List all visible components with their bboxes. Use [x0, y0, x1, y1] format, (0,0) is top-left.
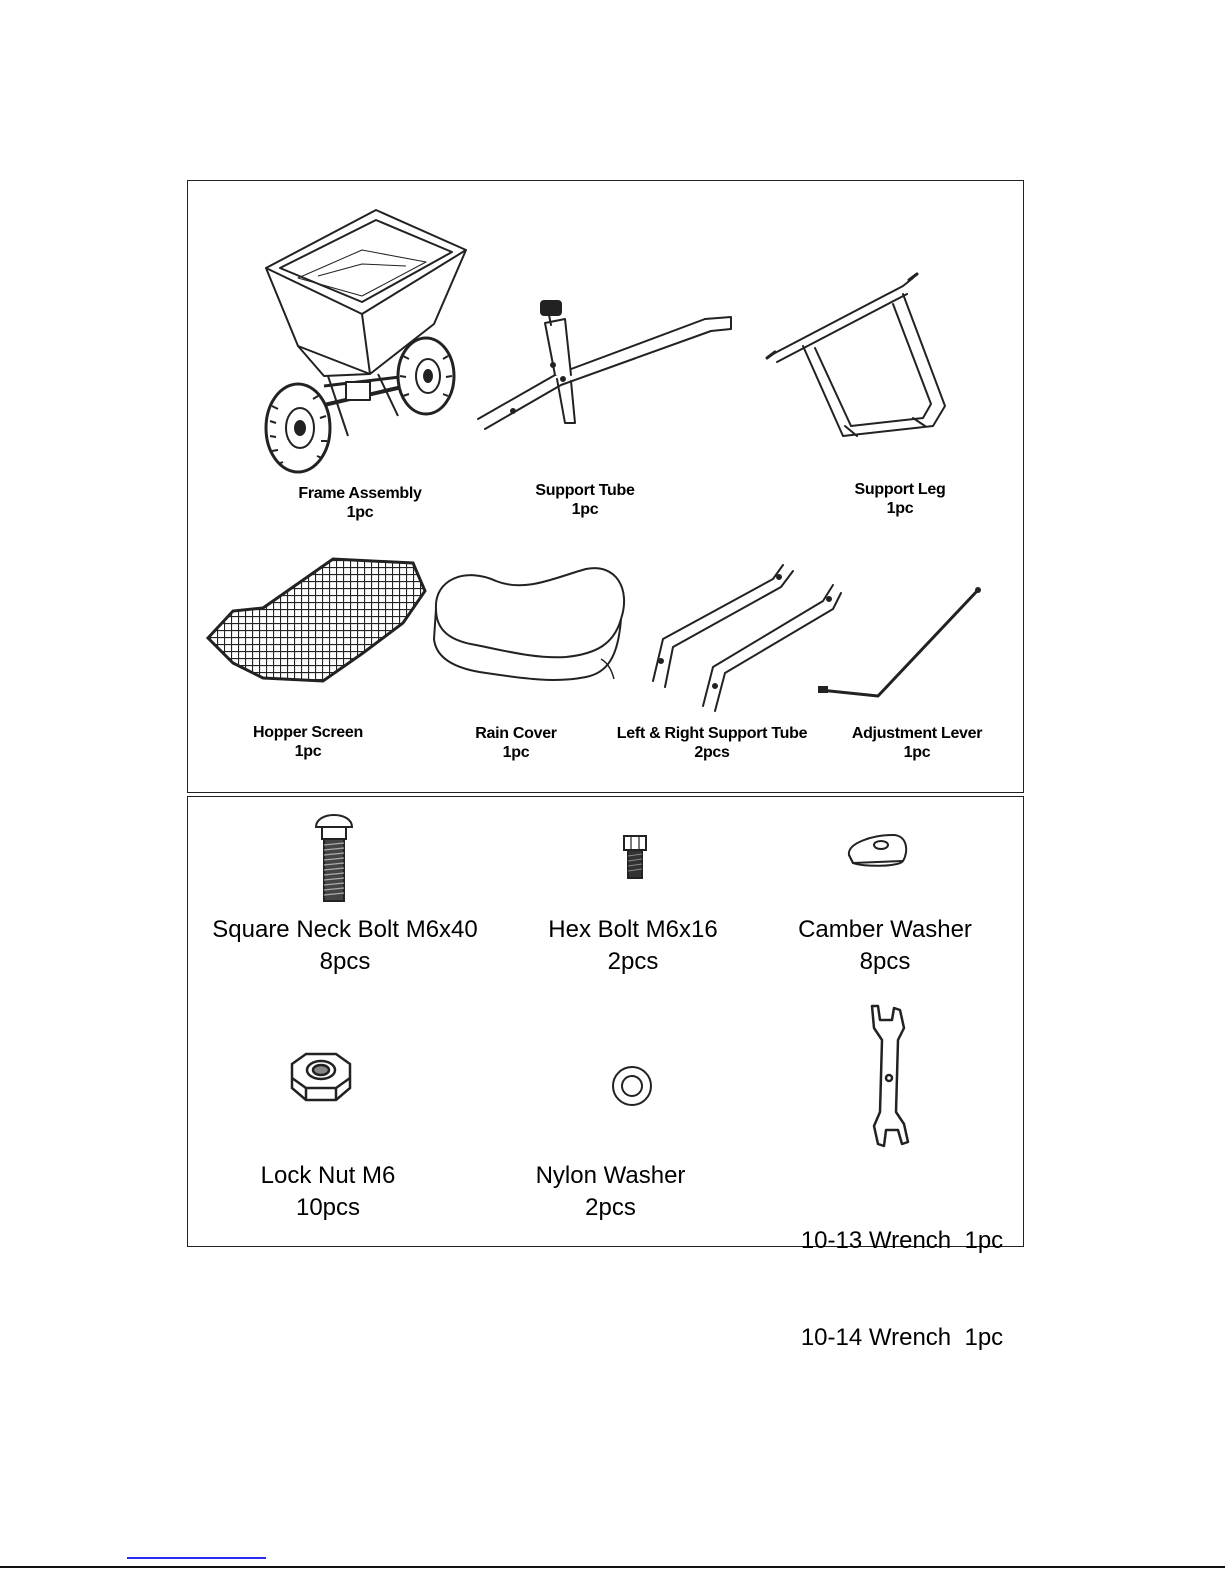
hardware-qty: 2pcs: [513, 1192, 708, 1224]
footer-link-underline[interactable]: [127, 1557, 266, 1559]
support-tube-illustration: [473, 291, 733, 441]
camber-washer-illustration: [843, 831, 909, 871]
wrench-illustration: [864, 1002, 920, 1152]
part-name: Support Tube: [510, 481, 660, 500]
square-neck-bolt-illustration: [312, 805, 356, 905]
hex-bolt-illustration: [620, 832, 650, 882]
square-neck-bolt-caption: Square Neck Bolt M6x40 8pcs: [190, 914, 500, 979]
wrench-caption: 10-13 Wrench 1pc 10-14 Wrench 1pc: [786, 1160, 1018, 1419]
hex-bolt-caption: Hex Bolt M6x16 2pcs: [533, 914, 733, 979]
hardware-name: Hex Bolt M6x16: [533, 914, 733, 946]
nylon-washer-illustration: [609, 1063, 655, 1109]
adjustment-lever-illustration: [818, 586, 983, 706]
part-qty: 1pc: [510, 500, 660, 519]
camber-washer-caption: Camber Washer 8pcs: [780, 914, 990, 979]
support-leg-caption: Support Leg 1pc: [825, 480, 975, 518]
frame-assembly-caption: Frame Assembly 1pc: [285, 484, 435, 522]
rain-cover-caption: Rain Cover 1pc: [456, 724, 576, 762]
hardware-name: Square Neck Bolt M6x40: [190, 914, 500, 946]
adjustment-lever-caption: Adjustment Lever 1pc: [842, 724, 992, 762]
part-qty: 2pcs: [606, 743, 818, 762]
parts-panel: Frame Assembly 1pc Support Tube 1pc Supp…: [187, 180, 1024, 793]
wrench-10-13-label: 10-13 Wrench 1pc: [786, 1225, 1018, 1257]
hardware-qty: 8pcs: [190, 946, 500, 978]
hardware-panel: Square Neck Bolt M6x40 8pcs Hex Bolt M6x…: [187, 796, 1024, 1247]
lock-nut-caption: Lock Nut M6 10pcs: [238, 1160, 418, 1225]
hardware-name: Nylon Washer: [513, 1160, 708, 1192]
part-qty: 1pc: [825, 499, 975, 518]
hardware-name: Camber Washer: [780, 914, 990, 946]
support-leg-illustration: [763, 266, 963, 456]
frame-assembly-illustration: [258, 206, 468, 476]
hardware-qty: 2pcs: [533, 946, 733, 978]
lock-nut-illustration: [288, 1050, 352, 1106]
left-right-support-tube-caption: Left & Right Support Tube 2pcs: [606, 724, 818, 762]
hopper-screen-illustration: [203, 553, 428, 683]
hardware-qty: 8pcs: [780, 946, 990, 978]
part-name: Adjustment Lever: [842, 724, 992, 743]
part-name: Frame Assembly: [285, 484, 435, 503]
nylon-washer-caption: Nylon Washer 2pcs: [513, 1160, 708, 1225]
support-tube-caption: Support Tube 1pc: [510, 481, 660, 519]
part-name: Rain Cover: [456, 724, 576, 743]
rain-cover-illustration: [426, 559, 636, 699]
hardware-qty: 10pcs: [238, 1192, 418, 1224]
part-name: Support Leg: [825, 480, 975, 499]
part-name: Hopper Screen: [238, 723, 378, 742]
part-qty: 1pc: [842, 743, 992, 762]
footer-divider: [0, 1566, 1225, 1568]
part-name: Left & Right Support Tube: [606, 724, 818, 743]
part-qty: 1pc: [238, 742, 378, 761]
part-qty: 1pc: [456, 743, 576, 762]
hardware-name: Lock Nut M6: [238, 1160, 418, 1192]
part-qty: 1pc: [285, 503, 435, 522]
hopper-screen-caption: Hopper Screen 1pc: [238, 723, 378, 761]
wrench-10-14-label: 10-14 Wrench 1pc: [786, 1322, 1018, 1354]
